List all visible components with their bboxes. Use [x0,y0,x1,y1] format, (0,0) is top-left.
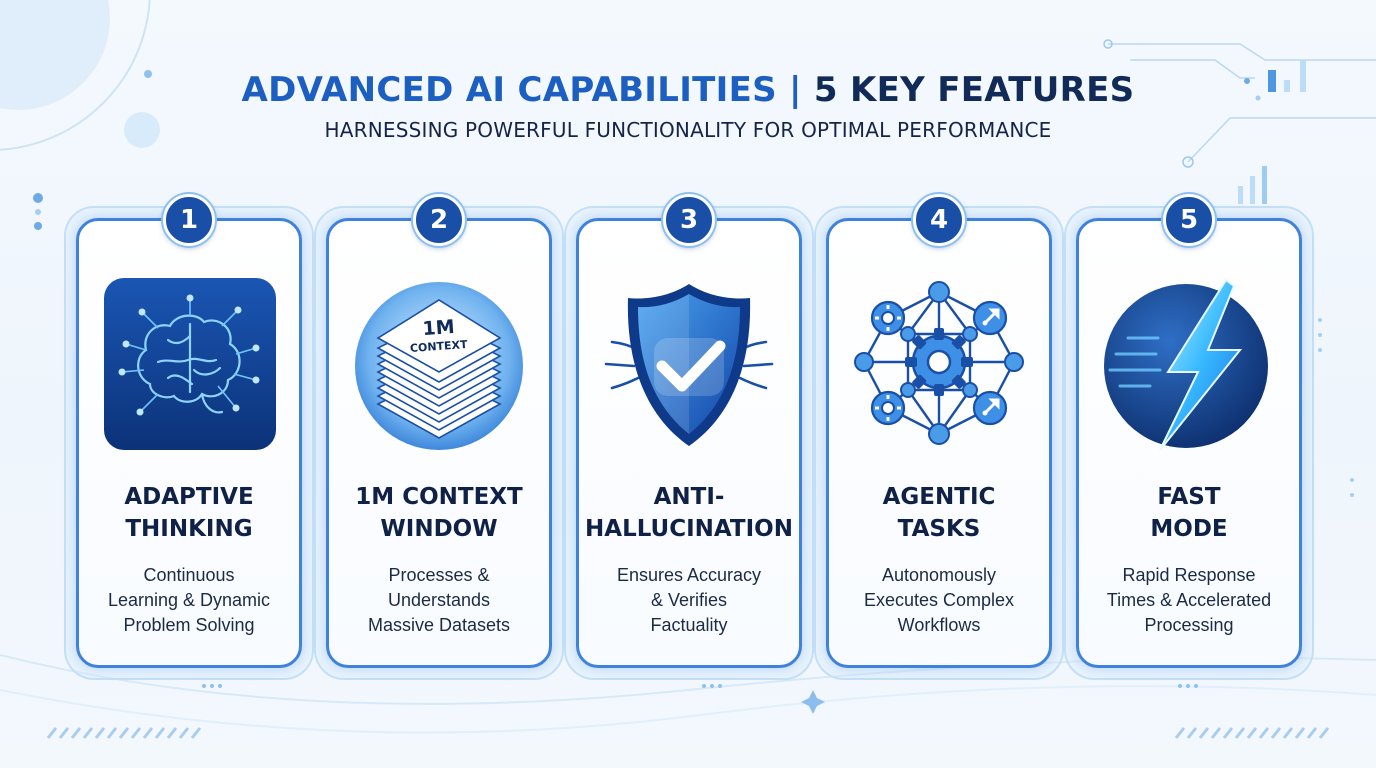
feature-number-badge: 5 [1163,194,1215,246]
subtitle: HARNESSING POWERFUL FUNCTIONALITY FOR OP… [324,118,1052,142]
feature-description: Autonomously Executes Complex Workflows [814,563,1064,638]
feature-title-line: WINDOW [380,516,498,542]
main-title-primary: ADVANCED AI CAPABILITIES | [241,70,814,110]
feature-desc-line: Executes Complex [863,590,1015,610]
feature-title-line: HALLUCINATION [585,516,793,542]
feature-title: FAST MODE [1064,481,1314,545]
feature-title-line: 1M CONTEXT [355,484,523,510]
feature-desc-line: Continuous [143,565,235,585]
feature-title-line: FAST [1157,484,1221,510]
feature-title-line: MODE [1150,516,1228,542]
feature-card-adaptive-thinking: 1 [64,192,314,682]
feature-cards: 1 [64,192,1314,682]
feature-desc-line: Processing [1144,615,1234,635]
feature-title-line: ADAPTIVE [124,484,254,510]
feature-description: Ensures Accuracy & Verifies Factuality [564,563,814,638]
shield-check-icon [604,284,774,446]
feature-card-agentic-tasks: 4 [814,192,1064,682]
feature-title: AGENTIC TASKS [814,481,1064,545]
feature-desc-line: Rapid Response [1122,565,1256,585]
icon-label-1m: 1M [422,316,456,340]
brain-circuit-icon [104,278,276,450]
header: ADVANCED AI CAPABILITIES | 5 KEY FEATURE… [0,66,1376,142]
document-stack-icon: 1M CONTEXT [355,282,523,450]
feature-card-1m-context-window: 2 1M CONTEXT 1M CONTEXT WINDOW [314,192,564,682]
feature-desc-line: Learning & Dynamic [107,590,271,610]
feature-desc-line: Massive Datasets [367,615,511,635]
feature-desc-line: Factuality [650,615,728,635]
feature-description: Continuous Learning & Dynamic Problem So… [64,563,314,638]
feature-title: ADAPTIVE THINKING [64,481,314,545]
feature-title-line: THINKING [125,516,253,542]
feature-title-line: TASKS [897,516,981,542]
feature-desc-line: Workflows [897,615,981,635]
feature-desc-line: Understands [387,590,491,610]
feature-title: ANTI- HALLUCINATION [564,481,814,545]
feature-number-badge: 1 [163,194,215,246]
feature-description: Rapid Response Times & Accelerated Proce… [1064,563,1314,638]
feature-desc-line: Autonomously [881,565,997,585]
main-title: ADVANCED AI CAPABILITIES | 5 KEY FEATURE… [0,66,1376,114]
network-gears-icon [854,281,1024,445]
icon-label-context: CONTEXT [410,338,469,355]
feature-description: Processes & Understands Massive Datasets [314,563,564,638]
main-title-secondary: 5 KEY FEATURES [813,70,1135,110]
feature-card-anti-hallucination: 3 ANTI- HALLUCINATION Ensures Accuracy &… [564,192,814,682]
feature-title: 1M CONTEXT WINDOW [314,481,564,545]
feature-title-line: ANTI- [653,484,725,510]
lightning-bolt-icon [1104,278,1268,451]
feature-number-badge: 3 [663,194,715,246]
feature-number-badge: 4 [913,194,965,246]
feature-card-fast-mode: 5 FAST MODE Rapid Response Times & Accel… [1064,192,1314,682]
feature-desc-line: Times & Accelerated [1106,590,1272,610]
feature-title-line: AGENTIC [882,484,996,510]
feature-number-badge: 2 [413,194,465,246]
feature-desc-line: Processes & [388,565,490,585]
feature-desc-line: Problem Solving [123,615,255,635]
feature-desc-line: Ensures Accuracy [616,565,762,585]
feature-desc-line: & Verifies [650,590,728,610]
